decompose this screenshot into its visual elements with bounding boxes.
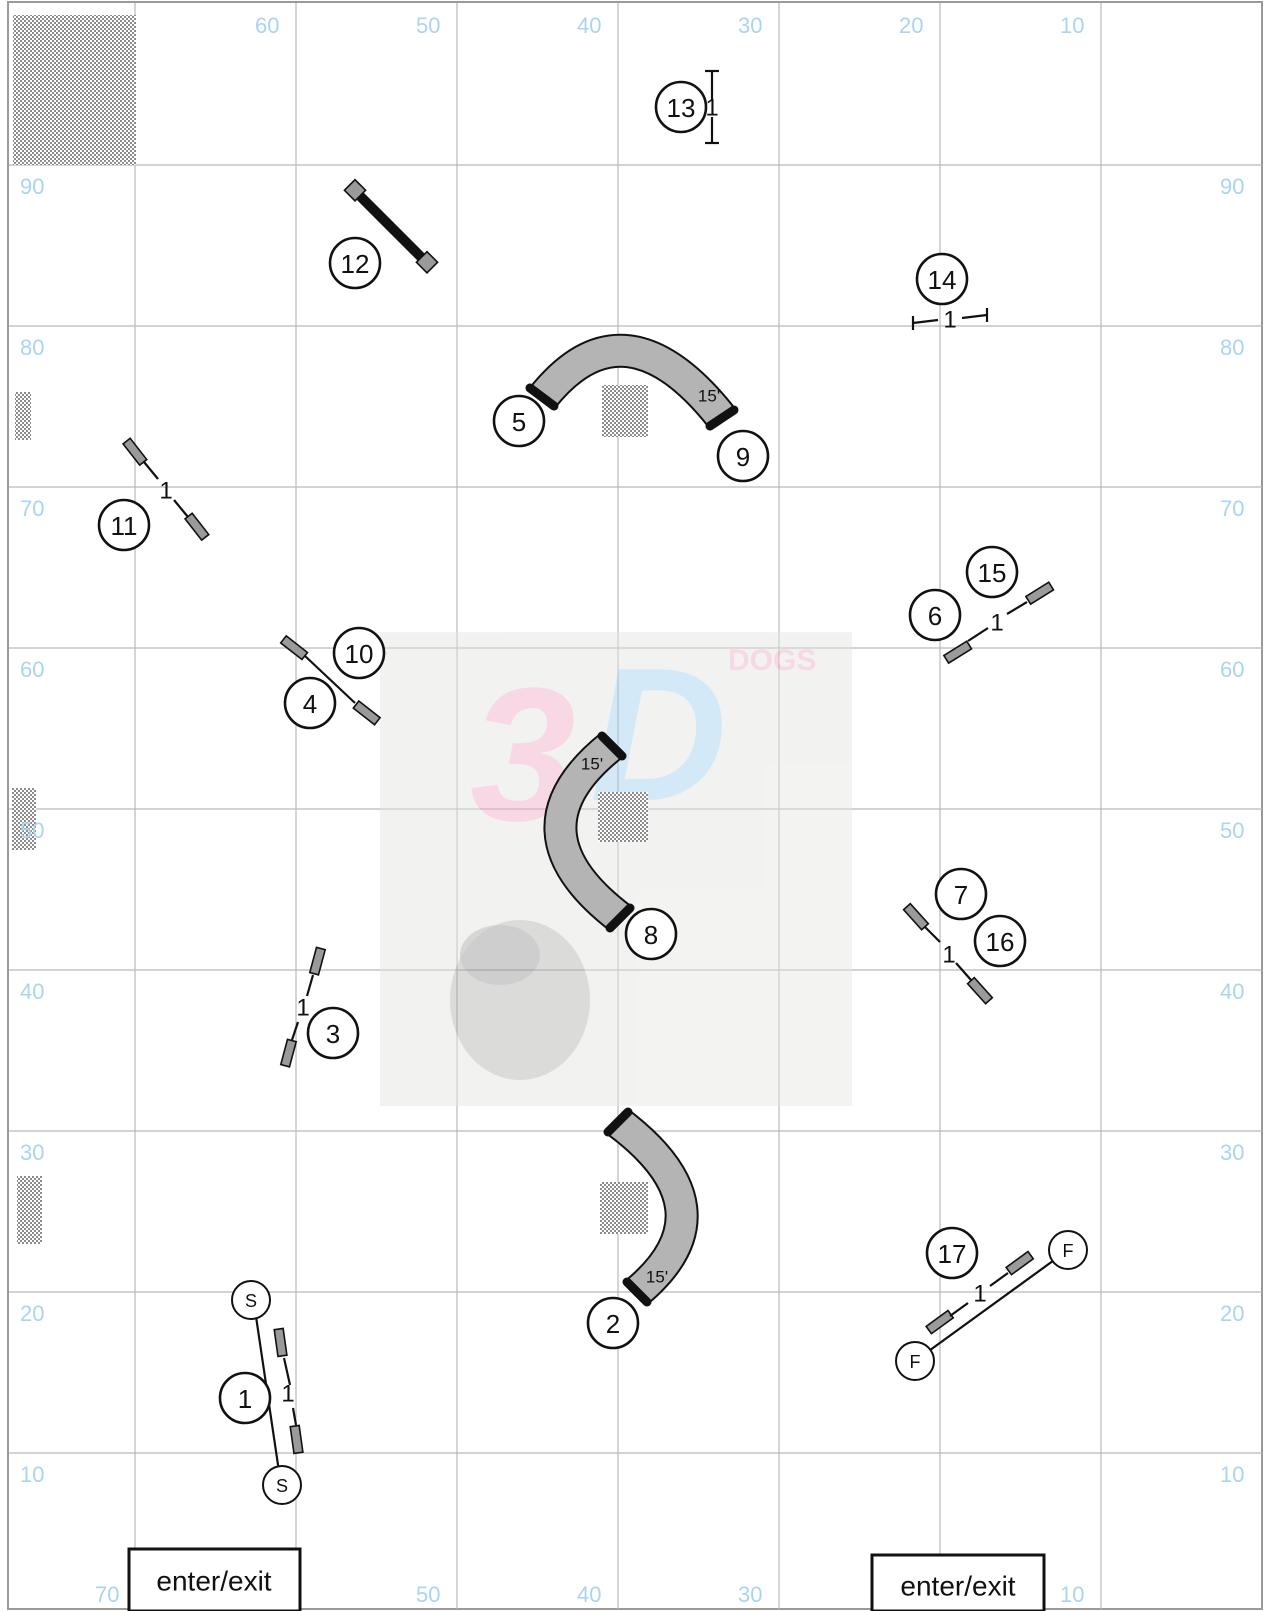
left-label: 50 [20, 818, 44, 843]
jump-height: 1 [281, 1381, 294, 1408]
jump-height: 1 [705, 95, 718, 122]
obstacle-number-16: 16 [975, 916, 1025, 966]
obstacle-number-1: 1 [220, 1373, 270, 1423]
tunnel-length-label: 15' [646, 1268, 668, 1287]
right-label: 30 [1220, 1140, 1244, 1165]
obstacle-number-3: 3 [308, 1008, 358, 1058]
tunnel-shade [602, 385, 648, 437]
right-label: 20 [1220, 1301, 1244, 1326]
obstacle-number-14: 14 [917, 254, 967, 304]
jump-height: 1 [942, 942, 955, 969]
svg-text:7: 7 [954, 880, 968, 910]
gate-left: enter/exit [129, 1549, 300, 1611]
svg-text:15: 15 [978, 558, 1007, 588]
obstacle-number-2: 2 [588, 1298, 638, 1348]
svg-text:8: 8 [644, 920, 658, 950]
left-label: 40 [20, 979, 44, 1004]
svg-text:1: 1 [238, 1384, 252, 1414]
left-label: 10 [20, 1462, 44, 1487]
obstacle-number-6: 6 [910, 590, 960, 640]
jump-height: 1 [943, 307, 956, 334]
tunnel-shade [600, 1182, 648, 1234]
side-shade [17, 1176, 42, 1244]
left-label: 90 [20, 174, 44, 199]
svg-text:16: 16 [986, 927, 1015, 957]
right-label: 40 [1220, 979, 1244, 1004]
svg-text:3: 3 [326, 1019, 340, 1049]
obstacle-number-15: 15 [967, 547, 1017, 597]
obstacle-number-11: 11 [99, 500, 149, 550]
obstacle-number-9: 9 [718, 431, 768, 481]
tunnel-length-label: 15' [581, 755, 603, 774]
corner-shade [13, 15, 136, 165]
left-label: 70 [20, 496, 44, 521]
svg-text:13: 13 [667, 93, 696, 123]
svg-text:S: S [245, 1291, 257, 1311]
jump-height: 1 [990, 610, 1003, 637]
gate-right: enter/exit [872, 1555, 1044, 1611]
svg-text:4: 4 [303, 689, 317, 719]
top-label: 30 [738, 13, 762, 38]
svg-text:5: 5 [512, 407, 526, 437]
svg-text:10: 10 [345, 639, 374, 669]
left-label: 80 [20, 335, 44, 360]
right-label: 70 [1220, 496, 1244, 521]
top-label: 60 [255, 13, 279, 38]
svg-text:6: 6 [928, 601, 942, 631]
bottom-label: 70 [95, 1582, 119, 1607]
tunnel-shade [598, 792, 648, 842]
jump-height: 1 [296, 995, 309, 1022]
left-label: 20 [20, 1301, 44, 1326]
jump-height: 1 [159, 478, 172, 505]
left-label: 30 [20, 1140, 44, 1165]
top-label: 20 [899, 13, 923, 38]
tunnel-length-label: 15' [698, 387, 720, 406]
svg-text:17: 17 [938, 1239, 967, 1269]
right-label: 80 [1220, 335, 1244, 360]
svg-text:9: 9 [736, 442, 750, 472]
svg-text:S: S [276, 1476, 288, 1496]
watermark-dogs: DOGS [728, 644, 816, 677]
watermark: 3 D DOGS [380, 629, 852, 1106]
right-label: 10 [1220, 1462, 1244, 1487]
left-label: 60 [20, 657, 44, 682]
bottom-label: 10 [1060, 1582, 1084, 1607]
obstacle-number-7: 7 [936, 869, 986, 919]
finish-marker-right: F [1049, 1231, 1087, 1269]
svg-text:F: F [1063, 1241, 1074, 1261]
svg-text:11: 11 [111, 511, 138, 541]
gate-label: enter/exit [900, 1571, 1015, 1602]
obstacle-number-12: 12 [330, 238, 380, 288]
svg-text:12: 12 [341, 249, 370, 279]
start-marker-bottom: S [263, 1466, 301, 1504]
svg-text:2: 2 [606, 1309, 620, 1339]
top-label: 40 [577, 13, 601, 38]
top-label: 10 [1060, 13, 1084, 38]
obstacle-number-8: 8 [626, 909, 676, 959]
bottom-label: 40 [577, 1582, 601, 1607]
jump-14: 1 [913, 307, 987, 334]
top-label: 50 [416, 13, 440, 38]
svg-text:14: 14 [928, 265, 957, 295]
finish-marker-left: F [896, 1342, 934, 1380]
right-label: 90 [1220, 174, 1244, 199]
obstacle-number-13: 13 [656, 82, 706, 132]
gate-label: enter/exit [156, 1566, 271, 1597]
side-shade [15, 392, 31, 440]
obstacle-number-5: 5 [494, 396, 544, 446]
obstacle-number-10: 10 [334, 628, 384, 678]
right-label: 50 [1220, 818, 1244, 843]
jump-height: 1 [973, 1281, 986, 1308]
obstacle-number-17: 17 [927, 1228, 977, 1278]
bottom-label: 50 [416, 1582, 440, 1607]
start-marker-top: S [232, 1281, 270, 1319]
obstacle-number-4: 4 [285, 678, 335, 728]
bottom-label: 30 [738, 1582, 762, 1607]
svg-text:F: F [910, 1352, 921, 1372]
right-label: 60 [1220, 657, 1244, 682]
